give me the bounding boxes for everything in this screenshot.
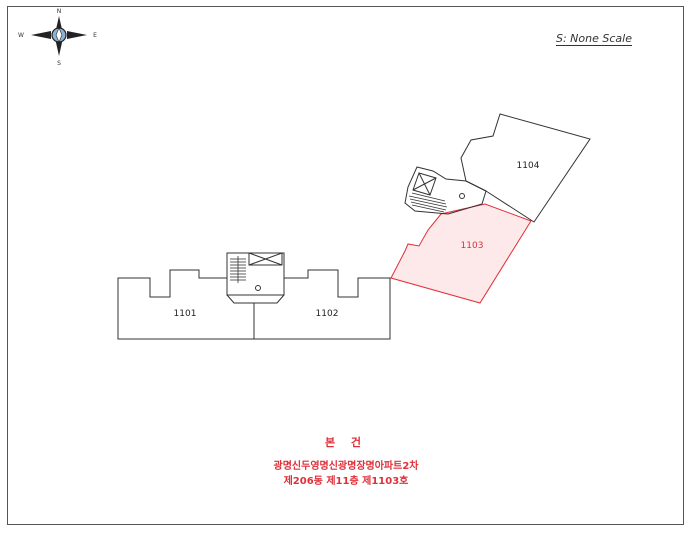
unit-1103-highlight	[390, 203, 532, 304]
compass-south-label: S	[57, 60, 61, 66]
scale-label: S: None Scale	[556, 32, 632, 46]
unit-1103-label: 1103	[461, 241, 484, 251]
compass-east-label: E	[93, 32, 97, 39]
caption-address: 광명신두영명신광명장명아파트2차	[273, 461, 419, 472]
compass-rose-icon: N S W E	[18, 8, 97, 66]
unit-1101-label: 1101	[174, 309, 197, 319]
compass-north-label: N	[57, 8, 62, 15]
unit-1102-outline	[253, 269, 391, 340]
caption-title: 본 건	[324, 436, 368, 449]
unit-1104-outline	[460, 113, 591, 223]
core-stair-2	[404, 166, 487, 215]
unit-1101-outline	[117, 269, 255, 340]
compass-west-label: W	[18, 32, 24, 39]
unit-1104-label: 1104	[517, 161, 540, 171]
unit-1102-label: 1102	[316, 309, 339, 319]
caption-unit: 제206동 제11층 제1103호	[283, 476, 409, 487]
drawing-frame	[7, 6, 684, 525]
